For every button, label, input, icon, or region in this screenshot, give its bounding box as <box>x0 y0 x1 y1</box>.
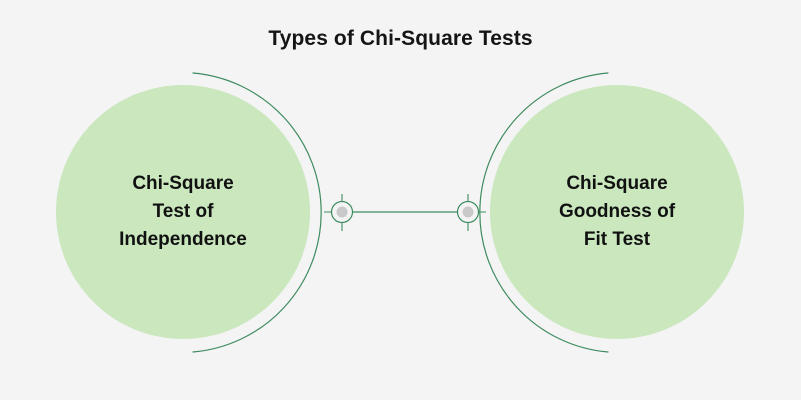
connector-node-right[interactable] <box>450 194 486 231</box>
connector-node-right-dot <box>462 206 474 218</box>
node-label-right: Chi-Square Goodness of Fit Test <box>558 172 676 251</box>
node-label-left: Chi-Square Test of Independence <box>119 172 247 251</box>
node-chi-square-goodness-of-fit-test[interactable]: Chi-Square Goodness of Fit Test <box>490 85 744 339</box>
arc-left-circle <box>192 72 322 353</box>
connector-node-left-dot <box>336 206 348 218</box>
connector-node-left[interactable] <box>324 194 360 231</box>
node-chi-square-test-of-independence[interactable]: Chi-Square Test of Independence <box>56 85 310 339</box>
page-title: Types of Chi-Square Tests <box>268 27 533 50</box>
